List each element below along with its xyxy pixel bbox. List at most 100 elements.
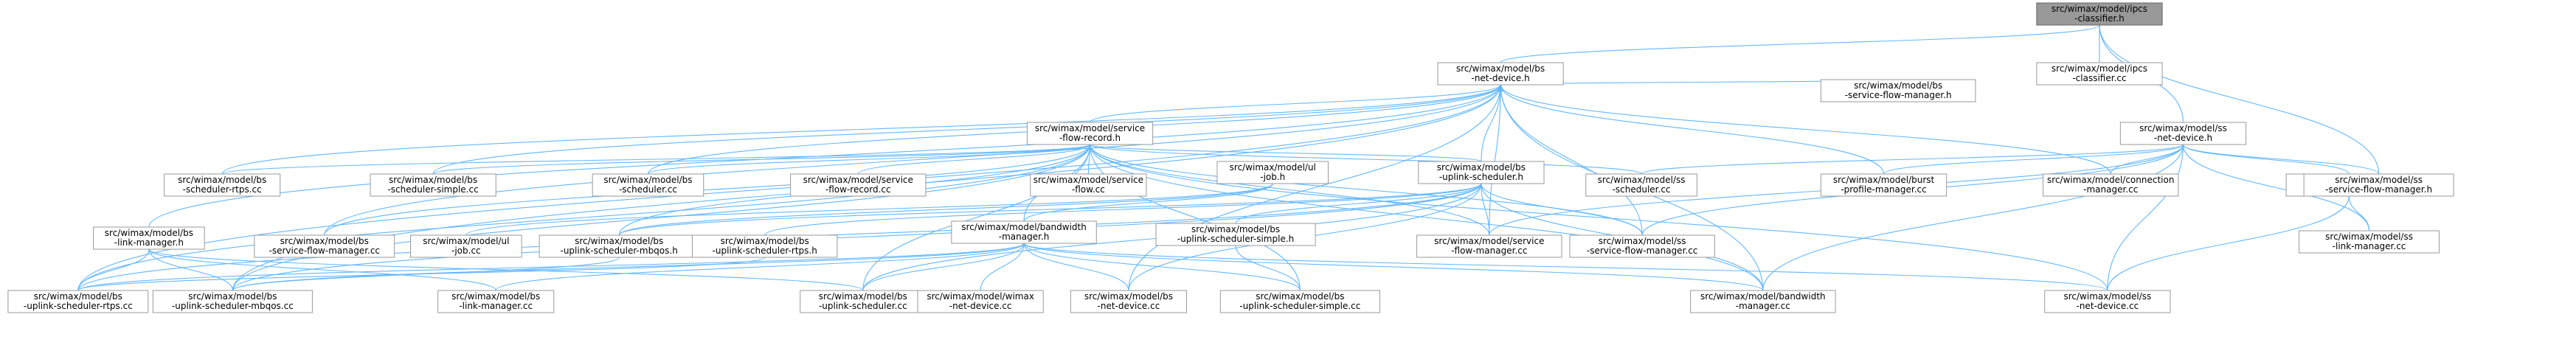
node-label-line: src/wimax/model/bs [1437, 162, 1526, 173]
node-label-line: -classifier.h [2074, 13, 2125, 24]
node-box [592, 173, 704, 197]
node-ss-net-device-h[interactable]: src/wimax/model/ss-net-device.h [2119, 122, 2247, 145]
node-service-flow-record-h[interactable]: src/wimax/model/service-flow-record.h [1026, 122, 1154, 145]
node-label-line: -manager.h [999, 232, 1050, 242]
node-label-line: -manager.cc [2083, 184, 2138, 195]
node-label-line: -service-flow-manager.h [1845, 90, 1952, 100]
node-box [539, 234, 699, 258]
node-ss-service-flow-manager-h[interactable]: src/wimax/model/ss-service-flow-manager.… [2303, 173, 2454, 197]
node-box [1437, 62, 1564, 86]
node-label-line: -uplink-scheduler-simple.cc [1239, 301, 1360, 311]
node-label-line: src/wimax/model/ss [2335, 175, 2423, 185]
node-bs-uplink-scheduler-simple-cc[interactable]: src/wimax/model/bs-uplink-scheduler-simp… [1219, 290, 1380, 313]
node-label-line: src/wimax/model/ipcs [2052, 4, 2147, 14]
node-bs-uplink-scheduler-mbqos-cc[interactable]: src/wimax/model/bs-uplink-scheduler-mbqo… [152, 290, 313, 313]
node-box [410, 234, 522, 258]
node-box [1216, 161, 1329, 184]
node-label-line: src/wimax/model/bandwidth [961, 222, 1087, 232]
edge-bs-net-device-h-to-bs-uplink-scheduler-h [1481, 85, 1500, 162]
node-bs-uplink-scheduler-cc[interactable]: src/wimax/model/bs-uplink-scheduler.cc [800, 290, 927, 313]
edge-service-flow-record-h-to-bs-uplink-scheduler-simple-cc [1090, 145, 1301, 291]
node-bs-uplink-scheduler-simple-h[interactable]: src/wimax/model/bs-uplink-scheduler-simp… [1155, 223, 1316, 246]
node-wimax-net-device-cc[interactable]: src/wimax/model/wimax-net-device.cc [917, 290, 1044, 313]
node-bs-net-device-cc[interactable]: src/wimax/model/bs-net-device.cc [1070, 290, 1188, 313]
node-ul-job-cc[interactable]: src/wimax/model/ul-job.cc [410, 234, 522, 258]
edge-bs-net-device-h-to-burst-profile-manager-cc [1500, 85, 1885, 175]
node-service-flow-cc[interactable]: src/wimax/model/service-flow.cc [1030, 173, 1147, 197]
node-label-line: src/wimax/model/service [1033, 175, 1143, 185]
node-label-line: src/wimax/model/bs [451, 291, 540, 302]
node-ss-scheduler-cc[interactable]: src/wimax/model/ss-scheduler.cc [1585, 173, 1697, 197]
node-bandwidth-manager-cc[interactable]: src/wimax/model/bandwidth-manager.cc [1690, 290, 1836, 313]
node-bs-link-manager-h[interactable]: src/wimax/model/bs-link-manager.h [93, 226, 205, 250]
node-label-line: -scheduler-rtps.cc [183, 184, 262, 195]
node-bs-scheduler-cc[interactable]: src/wimax/model/bs-scheduler.cc [592, 173, 704, 197]
node-bs-uplink-scheduler-h[interactable]: src/wimax/model/bs-uplink-scheduler.h [1418, 161, 1545, 184]
edge-bs-uplink-scheduler-h-to-service-flow-manager-cc [1481, 184, 1490, 236]
node-label-line: src/wimax/model/service [803, 175, 913, 185]
node-label-line: -scheduler-simple.cc [387, 184, 478, 195]
node-label-line: src/wimax/model/ss [2063, 291, 2151, 302]
edge-bs-net-device-h-to-bs-scheduler-simple-cc [432, 85, 1500, 175]
node-bs-scheduler-rtps-cc[interactable]: src/wimax/model/bs-scheduler-rtps.cc [164, 173, 281, 197]
node-label-line: src/wimax/model/ul [1230, 162, 1316, 173]
edge-bs-net-device-h-to-connection-manager-cc [1500, 85, 2111, 175]
edge-service-flow-record-h-to-bs-uplink-scheduler-cc [862, 145, 1090, 291]
edge-bandwidth-manager-h-to-bs-uplink-scheduler-rtps-cc [77, 243, 1024, 291]
nodes-layer: src/wimax/model/ipcs-classifier.hsrc/wim… [7, 2, 2454, 313]
node-label-line: src/wimax/model/bs [34, 291, 122, 302]
edge-bandwidth-manager-h-to-wimax-net-device-cc [980, 243, 1024, 291]
edge-ss-link-manager-h-to-ss-net-device-cc [2107, 196, 2349, 291]
edge-ss-net-device-h-to-bandwidth-manager-cc [1762, 145, 2184, 291]
edge-service-flow-record-h-to-service-flow-record-cc [857, 145, 1090, 175]
node-label-line: src/wimax/model/bs [280, 236, 369, 246]
node-ss-service-flow-manager-cc[interactable]: src/wimax/model/ss-service-flow-manager.… [1569, 234, 1715, 258]
node-label-line: src/wimax/model/bs [1084, 291, 1173, 302]
node-label-line: src/wimax/model/wimax [927, 291, 1034, 302]
edge-service-flow-record-h-to-bs-scheduler-rtps-cc [221, 145, 1090, 175]
node-bs-service-flow-manager-cc[interactable]: src/wimax/model/bs-service-flow-manager.… [254, 234, 395, 258]
node-box [254, 234, 395, 258]
node-box [1690, 290, 1836, 313]
node-label-line: -flow-record.h [1059, 133, 1121, 143]
node-box [93, 226, 205, 250]
node-label-line: src/wimax/model/ss [2139, 123, 2227, 133]
node-label-line: -net-device.cc [2077, 301, 2139, 311]
node-label-line: src/wimax/model/bs [1191, 224, 1280, 234]
node-label-line: -uplink-scheduler.h [1439, 172, 1523, 182]
node-ss-link-manager-cc[interactable]: src/wimax/model/ss-link-manager.cc [2299, 230, 2440, 254]
node-bs-uplink-scheduler-mbqos-h[interactable]: src/wimax/model/bs-uplink-scheduler-mbqo… [539, 234, 699, 258]
node-box [370, 173, 496, 197]
edge-ss-link-manager-h-to-ss-link-manager-cc [2349, 196, 2370, 232]
node-label-line: -uplink-scheduler-simple.h [1177, 234, 1294, 244]
node-bs-uplink-scheduler-rtps-cc[interactable]: src/wimax/model/bs-uplink-scheduler-rtps… [7, 290, 149, 313]
node-box [7, 290, 149, 313]
node-box [1585, 173, 1697, 197]
node-root[interactable]: src/wimax/model/ipcs-classifier.h [2036, 2, 2163, 26]
node-burst-profile-manager-cc[interactable]: src/wimax/model/burst-profile-manager.cc [1820, 173, 1947, 197]
node-service-flow-record-cc[interactable]: src/wimax/model/service-flow-record.cc [790, 173, 927, 197]
node-connection-manager-cc[interactable]: src/wimax/model/connection-manager.cc [2043, 173, 2179, 197]
node-label-line: -profile-manager.cc [1841, 184, 1926, 195]
node-box [2299, 230, 2440, 254]
node-ss-net-device-cc[interactable]: src/wimax/model/ss-net-device.cc [2044, 290, 2171, 313]
node-box [1418, 161, 1545, 184]
node-bs-net-device-h[interactable]: src/wimax/model/bs-net-device.h [1437, 62, 1564, 86]
node-bs-scheduler-simple-cc[interactable]: src/wimax/model/bs-scheduler-simple.cc [370, 173, 496, 197]
node-box [790, 173, 927, 197]
node-box [917, 290, 1044, 313]
node-label-line: src/wimax/model/bs [105, 228, 193, 238]
node-bs-service-flow-manager-h[interactable]: src/wimax/model/bs-service-flow-manager.… [1820, 79, 1976, 102]
node-ipcs-classifier-cc[interactable]: src/wimax/model/ipcs-classifier.cc [2036, 62, 2163, 86]
edge-bs-link-manager-h-to-bs-link-manager-cc [149, 249, 496, 291]
node-ul-job-h[interactable]: src/wimax/model/ul-job.h [1216, 161, 1329, 184]
node-bandwidth-manager-h[interactable]: src/wimax/model/bandwidth-manager.h [951, 220, 1097, 244]
edge-bs-net-device-h-to-service-flow-record-h [1090, 85, 1501, 123]
node-service-flow-manager-cc[interactable]: src/wimax/model/service-flow-manager.cc [1416, 234, 1562, 258]
node-label-line: -uplink-scheduler-mbqos.h [561, 246, 678, 256]
node-bs-link-manager-cc[interactable]: src/wimax/model/bs-link-manager.cc [437, 290, 555, 313]
node-label-line: src/wimax/model/bs [389, 175, 477, 185]
node-label-line: -link-manager.cc [2333, 241, 2406, 251]
node-bs-uplink-scheduler-rtps-h[interactable]: src/wimax/model/bs-uplink-scheduler-rtps… [691, 234, 838, 258]
node-box [164, 173, 281, 197]
